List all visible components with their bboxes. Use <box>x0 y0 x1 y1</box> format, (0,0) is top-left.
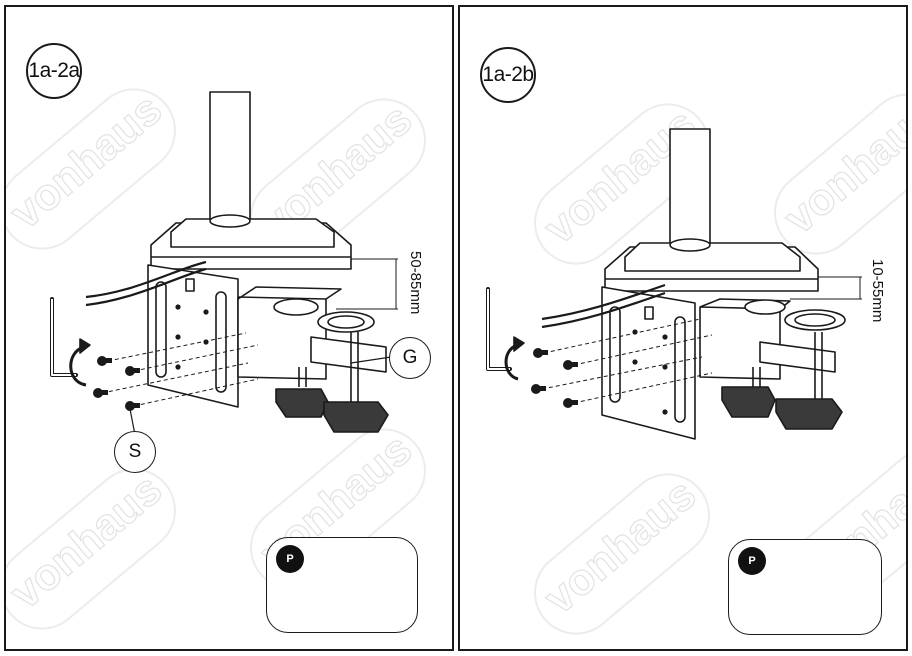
screw-icon <box>531 348 578 408</box>
bracket-plate <box>147 264 239 408</box>
rotation-arrow-icon <box>69 345 87 387</box>
mount-illustration <box>50 91 398 610</box>
screw-icon <box>93 356 140 411</box>
bracket-plate <box>601 286 696 440</box>
dimension-label: 50-85mm <box>407 251 424 315</box>
clamp-knob-icon <box>275 388 329 418</box>
pole <box>669 128 711 248</box>
tool-badge: P <box>276 545 304 573</box>
clamp-knob-icon <box>775 398 843 430</box>
mount-illustration <box>486 128 862 613</box>
step-number: 1a-2a <box>26 43 82 99</box>
callout-screw: S <box>114 431 156 473</box>
callout-clamp: G <box>389 337 431 379</box>
tool-badge: P <box>738 547 766 575</box>
clamp-knob-icon <box>721 386 776 418</box>
step-number: 1a-2b <box>480 47 536 103</box>
panel-1a-2b: vonhaus vonhaus vonhaus vonhaus <box>458 5 908 651</box>
clamp-knob-icon <box>323 401 389 433</box>
panel-1a-2a: vonhaus vonhaus vonhaus vonhaus <box>4 5 454 651</box>
dimension-label: 10-55mm <box>869 259 886 323</box>
pole <box>209 91 251 223</box>
hex-key-icon <box>50 297 78 377</box>
